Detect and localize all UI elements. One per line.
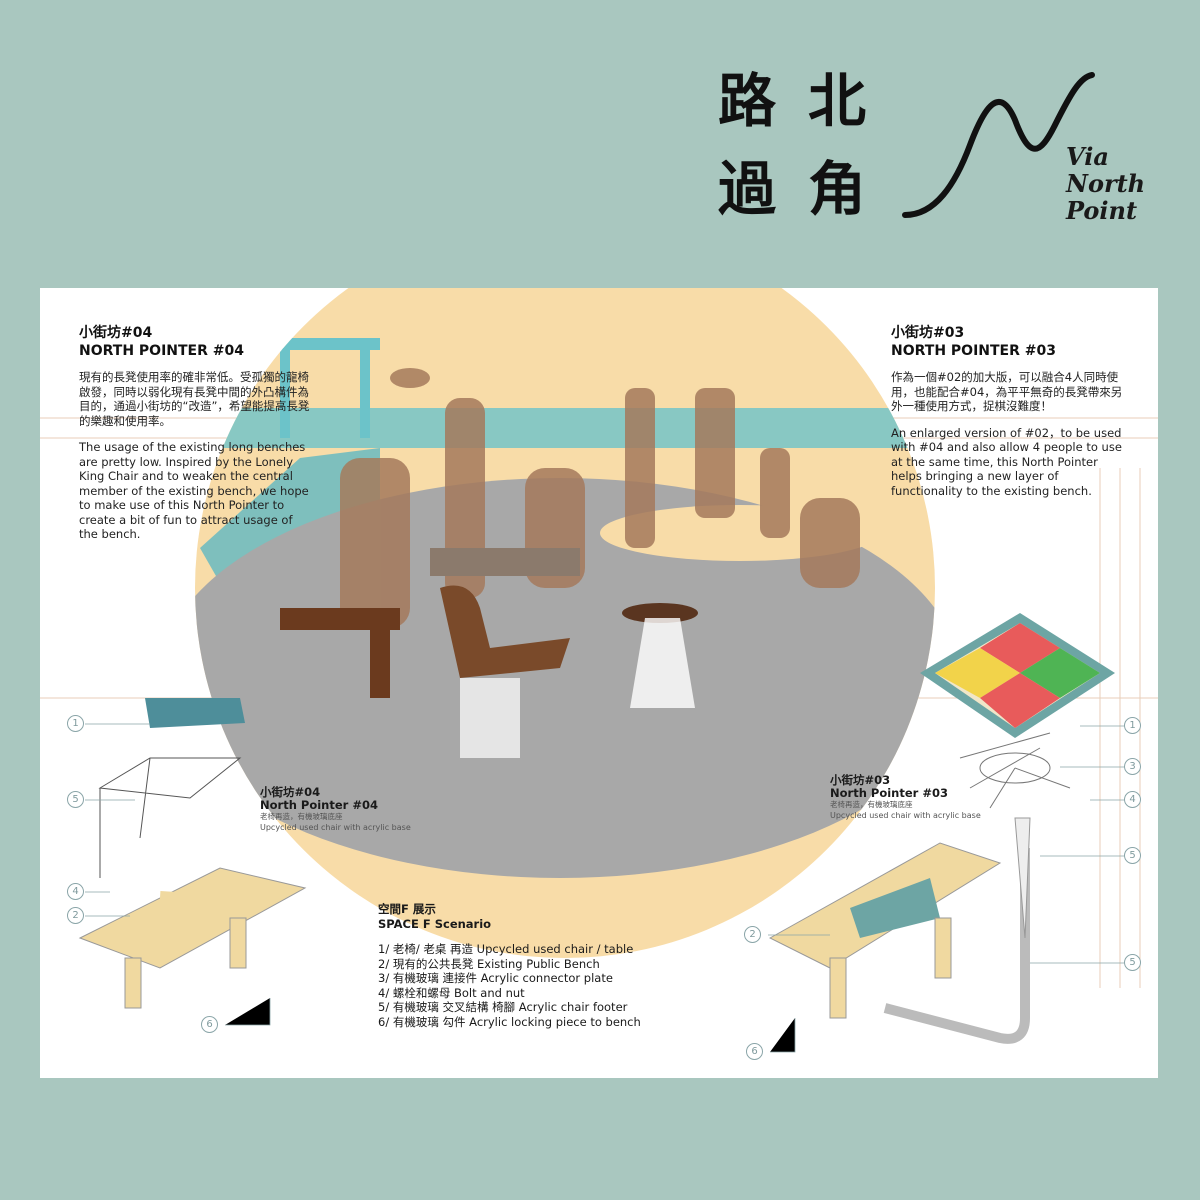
caption-04: 小街坊#04 North Pointer #04 老椅再造，有機玻璃底座 Upc…	[260, 786, 411, 834]
legend-item: 4/ 螺栓和螺母 Bolt and nut	[378, 985, 525, 1000]
legend: 空間F 展示 SPACE F Scenario 1/ 老椅/ 老桌 再造 Upc…	[378, 902, 641, 1029]
legend-item: 3/ 有機玻璃 連接件 Acrylic connector plate	[378, 971, 613, 985]
title-char: 路	[718, 67, 777, 135]
board-game-table	[920, 613, 1115, 738]
callout-number: 2	[744, 926, 761, 943]
logo-word: Point	[1066, 196, 1138, 225]
caption-title-en: North Pointer #03	[830, 785, 948, 800]
callout-number: 6	[746, 1043, 763, 1060]
callout-number: 4	[1124, 791, 1141, 808]
callout-number: 4	[67, 883, 84, 900]
heading-en: NORTH POINTER #04	[79, 343, 244, 359]
caption-03: 小街坊#03 North Pointer #03 老椅再造，有機玻璃底座 Upc…	[830, 774, 981, 822]
legend-item: 5/ 有機玻璃 交叉結構 椅腳 Acrylic chair footer	[378, 1000, 628, 1014]
callout-number: 5	[1124, 954, 1141, 971]
caption-title-en: North Pointer #04	[260, 797, 378, 812]
caption-sub-en: Upcycled used chair with acrylic base	[830, 811, 981, 820]
logo-word: Via	[1066, 142, 1109, 171]
body-zh: 作為一個#02的加大版，可以融合4人同時使用，也能配合#04，為平平無奇的長凳帶…	[891, 370, 1123, 413]
callout-number: 3	[1124, 758, 1141, 775]
cushion	[145, 698, 245, 728]
heading-zh: 小街坊#03	[891, 325, 965, 341]
legend-item: 1/ 老椅/ 老桌 再造 Upcycled used chair / table	[378, 942, 634, 956]
caption-sub-en: Upcycled used chair with acrylic base	[260, 823, 411, 832]
callout-number: 6	[201, 1016, 218, 1033]
legend-title-en: SPACE F Scenario	[378, 917, 492, 931]
callout-number: 1	[1124, 717, 1141, 734]
heading-zh: 小街坊#04	[79, 325, 153, 341]
caption-title-zh: 小街坊#03	[830, 773, 891, 787]
callout-number: 2	[67, 907, 84, 924]
logo-wave-icon	[902, 72, 1095, 218]
caption-sub-zh: 老椅再造，有機玻璃底座	[830, 800, 913, 809]
title-char: 過	[718, 155, 777, 223]
body-zh: 現有的長凳使用率的確非常低。受孤獨的龍椅啟發，同時以弱化現有長凳中間的外凸構件為…	[79, 370, 310, 428]
title-char: 角	[808, 155, 867, 223]
title-char: 北	[808, 67, 867, 135]
callout-number: 5	[67, 791, 84, 808]
caption-title-zh: 小街坊#04	[260, 785, 321, 799]
body-en: The usage of the existing long benches a…	[79, 440, 309, 541]
callout-number: 1	[67, 715, 84, 732]
scene-illustration	[40, 288, 1158, 1053]
callout-number: 5	[1124, 847, 1141, 864]
logo-word: North	[1066, 169, 1146, 198]
legend-item: 6/ 有機玻璃 勾件 Acrylic locking piece to benc…	[378, 1014, 641, 1029]
body-en: An enlarged version of #02，to be used wi…	[891, 425, 1122, 498]
legend-title-zh: 空間F 展示	[378, 902, 436, 916]
legend-item: 2/ 現有的公共長凳 Existing Public Bench	[378, 956, 600, 971]
caption-sub-zh: 老椅再造，有機玻璃底座	[260, 812, 343, 821]
heading-en: NORTH POINTER #03	[891, 343, 1056, 359]
logo-text: Via North Point	[1066, 143, 1145, 224]
